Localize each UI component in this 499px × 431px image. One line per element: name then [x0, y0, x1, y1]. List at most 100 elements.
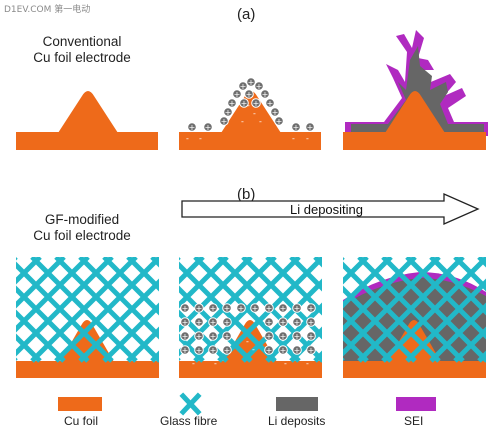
- li-ion-icon: +: [265, 98, 275, 108]
- svg-text:+: +: [210, 346, 217, 355]
- svg-text:+: +: [266, 332, 273, 341]
- legend-label-sei: SEI: [404, 414, 424, 428]
- li-ion-icon: +: [292, 331, 302, 341]
- li-ion-icon: +: [223, 107, 233, 117]
- negative-charge: -: [192, 359, 195, 368]
- li-ion-icon: +: [291, 122, 301, 132]
- svg-text:+: +: [221, 117, 228, 126]
- glass-fibre-strand: [405, 278, 486, 363]
- panel-b-step2: ++++++++++++++++++++++++++++++++++------: [179, 257, 322, 378]
- svg-text:+: +: [210, 304, 217, 313]
- li-ion-icon: +: [194, 317, 204, 327]
- svg-text:+: +: [224, 346, 231, 355]
- svg-text:+: +: [293, 123, 300, 132]
- svg-text:+: +: [196, 332, 203, 341]
- li-ion-icon: +: [260, 89, 270, 99]
- svg-text:+: +: [189, 123, 196, 132]
- li-ion-icon: +: [306, 317, 316, 327]
- svg-text:+: +: [224, 332, 231, 341]
- li-ion-icon: +: [292, 303, 302, 313]
- li-ion-icon: +: [222, 303, 232, 313]
- svg-text:+: +: [280, 332, 287, 341]
- legend-swatches: [58, 392, 436, 416]
- panel-a-step1: [16, 91, 158, 150]
- cu-protrusion: [385, 91, 445, 133]
- cu-foil-base: [343, 132, 486, 150]
- negative-charge: -: [284, 359, 287, 368]
- svg-text:+: +: [246, 90, 253, 99]
- li-ion-icon: +: [180, 345, 190, 355]
- li-deposit-swatch: [276, 397, 318, 411]
- svg-text:+: +: [241, 99, 248, 108]
- li-ion-icon: +: [278, 331, 288, 341]
- glass-fibre-strand: [429, 302, 486, 363]
- negative-charge: -: [246, 337, 249, 346]
- cu-foil-swatch: [58, 397, 102, 411]
- glass-fibre-strand: [126, 257, 159, 292]
- glass-fibre-strand: [289, 257, 322, 292]
- svg-text:+: +: [280, 304, 287, 313]
- li-ion-icon: +: [270, 107, 280, 117]
- li-ion-icon: +: [208, 331, 218, 341]
- svg-text:+: +: [210, 332, 217, 341]
- svg-text:+: +: [256, 82, 263, 91]
- svg-text:+: +: [240, 82, 247, 91]
- svg-text:+: +: [308, 346, 315, 355]
- svg-text:+: +: [272, 108, 279, 117]
- cu-foil-base: [179, 361, 322, 378]
- li-ion-icon: +: [306, 331, 316, 341]
- glass-fibre-strand: [16, 257, 66, 309]
- negative-charge: -: [247, 101, 250, 110]
- li-ion-icon: +: [203, 122, 213, 132]
- li-ion-icon: +: [222, 331, 232, 341]
- negative-charge: -: [259, 117, 262, 126]
- li-ion-icon: +: [187, 122, 197, 132]
- li-ion-icon: +: [306, 345, 316, 355]
- li-ion-icon: +: [254, 81, 264, 91]
- svg-text:+: +: [294, 346, 301, 355]
- cu-protrusion: [221, 91, 281, 133]
- li-ion-icon: +: [208, 345, 218, 355]
- li-ion-cloud: ++++++++++++++++++--------: [186, 77, 315, 143]
- li-ion-icon: +: [180, 303, 190, 313]
- li-ion-icon: +: [264, 317, 274, 327]
- negative-charge: -: [306, 359, 309, 368]
- svg-text:+: +: [280, 318, 287, 327]
- li-ion-icon: +: [222, 317, 232, 327]
- glass-fibre-strand: [16, 309, 66, 363]
- li-ion-icon: +: [306, 303, 316, 313]
- legend-label-li-deposits: Li deposits: [268, 414, 326, 428]
- li-ion-icon: +: [232, 89, 242, 99]
- panel-b-title: GF-modified Cu foil electrode: [12, 212, 152, 244]
- svg-text:+: +: [248, 78, 255, 87]
- panel-a-title: Conventional Cu foil electrode: [12, 34, 152, 66]
- li-ion-icon: +: [180, 317, 190, 327]
- negative-charge: -: [186, 134, 189, 143]
- panel-b-step3: [343, 257, 486, 378]
- li-ion-icon: +: [274, 116, 284, 126]
- svg-text:+: +: [266, 304, 273, 313]
- li-ion-icon: +: [264, 303, 274, 313]
- li-ion-icon: +: [219, 116, 229, 126]
- svg-text:+: +: [307, 123, 314, 132]
- negative-charge: -: [292, 134, 295, 143]
- svg-text:+: +: [224, 304, 231, 313]
- negative-charge: -: [253, 109, 256, 118]
- negative-charge: -: [241, 117, 244, 126]
- glass-fibre-strand: [265, 302, 322, 363]
- cu-foil-base: [179, 132, 321, 150]
- svg-text:+: +: [196, 346, 203, 355]
- li-ion-cloud: ++++++++++++++++++++++++++++++++++------: [180, 303, 316, 368]
- li-ion-icon: +: [305, 122, 315, 132]
- svg-text:+: +: [224, 318, 231, 327]
- cu-foil-base: [16, 361, 159, 378]
- li-ion-icon: +: [246, 77, 256, 87]
- glass-fibre-x-icon: [179, 392, 202, 416]
- svg-text:+: +: [294, 318, 301, 327]
- svg-text:+: +: [308, 304, 315, 313]
- panel-a-step2: ++++++++++++++++++--------: [179, 77, 321, 150]
- li-ion-icon: +: [250, 303, 260, 313]
- li-ion-icon: +: [278, 317, 288, 327]
- svg-text:+: +: [229, 99, 236, 108]
